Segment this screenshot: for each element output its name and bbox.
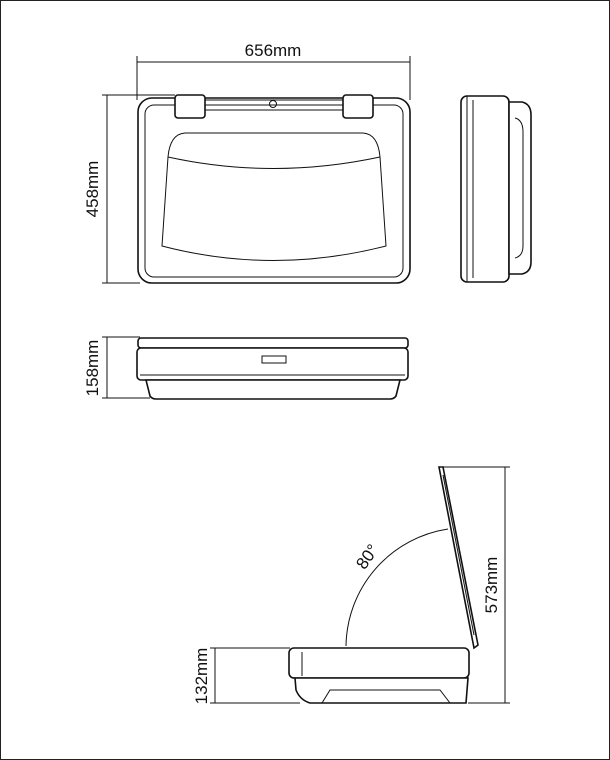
open-view: 132mm 573mm 80° <box>192 466 510 705</box>
front-view: 158mm <box>83 336 409 400</box>
angle-label: 80° <box>352 541 382 573</box>
width-label: 656mm <box>245 41 302 60</box>
hinge <box>342 94 374 119</box>
height-label: 158mm <box>83 340 102 397</box>
top-view: 656mm 458mm <box>83 41 411 284</box>
base-height-label: 132mm <box>192 648 211 705</box>
open-height-label: 573mm <box>482 557 501 614</box>
depth-label: 458mm <box>83 161 102 218</box>
hinge <box>174 94 206 119</box>
side-view <box>460 95 532 283</box>
angle-arc <box>345 528 449 647</box>
